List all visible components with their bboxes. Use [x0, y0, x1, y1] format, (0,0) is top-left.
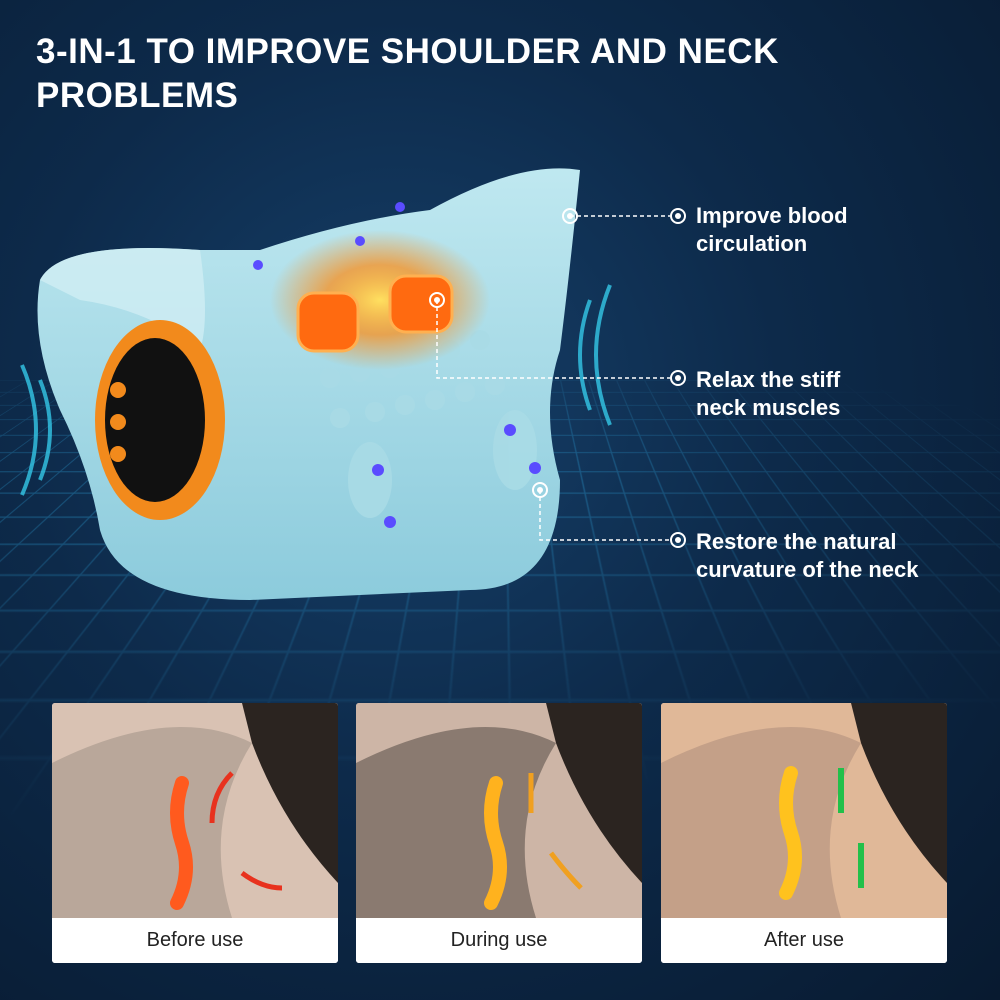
arrow-icon: [549, 851, 583, 890]
callout-relax-muscles: Relax the stiff neck muscles: [696, 366, 840, 422]
panel-after-use: After use: [661, 703, 947, 963]
callout-text: neck muscles: [696, 395, 841, 420]
callout-text: circulation: [696, 231, 808, 256]
neck-photo-before: [52, 703, 338, 918]
panel-label: After use: [661, 918, 947, 963]
panel-label: Before use: [52, 918, 338, 963]
callout-text: Improve blood: [696, 203, 848, 228]
wave-icon-left: [20, 364, 52, 496]
callout-blood-circulation: Improve blood circulation: [696, 202, 848, 258]
heater-pad-left: [296, 291, 360, 353]
neck-stretcher-device: [20, 168, 686, 600]
callout-restore-curvature: Restore the natural curvature of the neck: [696, 528, 919, 584]
page-title: 3-IN-1 TO IMPROVE SHOULDER AND NECK PROB…: [36, 32, 779, 115]
callout-text: Restore the natural: [696, 529, 897, 554]
panel-label: During use: [356, 918, 642, 963]
panel-during-use: During use: [356, 703, 642, 963]
panel-before-use: Before use: [52, 703, 338, 963]
neck-photo-after: [661, 703, 947, 918]
callout-text: Relax the stiff: [696, 367, 841, 392]
neck-photo-during: [356, 703, 642, 918]
callout-lines: [436, 215, 670, 541]
arrow-icon: [209, 771, 234, 824]
callout-text: curvature of the neck: [696, 557, 919, 582]
arrow-icon: [240, 870, 283, 891]
wave-icon-right: [578, 284, 612, 426]
